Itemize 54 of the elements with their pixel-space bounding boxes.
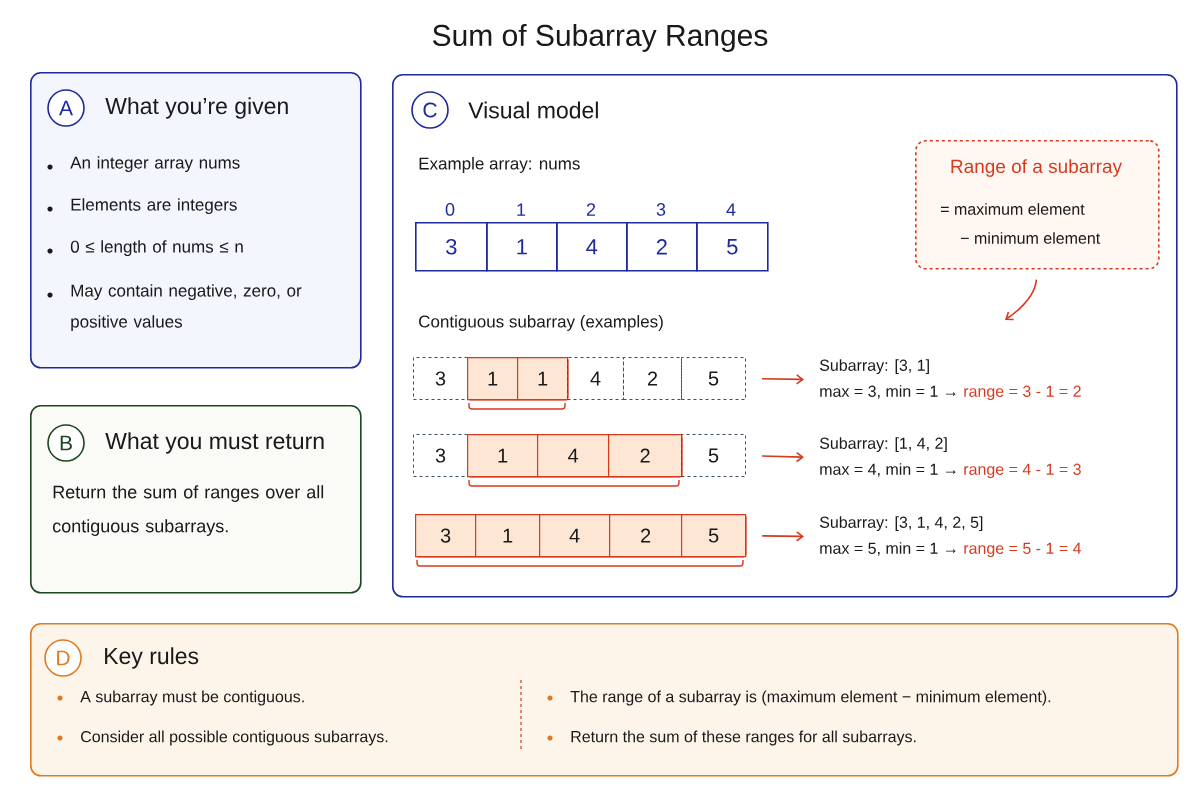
bullet-text: The range of a subarray is (maximum element − minimum element). <box>570 690 1051 706</box>
label: Contiguous subarray (examples) <box>419 315 663 331</box>
index-label: 1 <box>517 203 526 216</box>
panel-heading: Visual model <box>468 101 598 119</box>
array-cell: 4 <box>567 357 624 400</box>
panel-heading: What you must return <box>105 432 324 454</box>
array-cell: 3 <box>415 514 477 558</box>
bullet-text: May contain negative, zero, or positive values <box>71 284 302 332</box>
letter-badge: B <box>47 424 85 462</box>
array-cell: 4 <box>556 222 628 272</box>
callout-heading: Range of a subarray <box>951 159 1122 177</box>
bullet-text: A subarray must be contiguous. <box>80 690 304 706</box>
formula-text: = maximum element <box>941 203 1085 215</box>
bullet-text: An integer array nums <box>70 156 240 173</box>
array-cell: 5 <box>681 434 746 477</box>
result-text: Subarray: [3, 1, 4, 2, 5] max = 5, min = 1 → range = 5 - 1 = 4 <box>819 516 1082 558</box>
index-label: 2 <box>586 203 596 216</box>
result-text: Subarray: [3, 1] max = 3, min = 1 → range = 3 - 1 = 2 <box>819 359 1081 401</box>
index-label: 3 <box>656 203 666 216</box>
array-cell: 1 <box>467 357 519 401</box>
arrow <box>1005 278 1038 321</box>
arrow <box>761 531 804 542</box>
array-cell: 5 <box>696 222 769 272</box>
body-text: Return the sum of ranges over all contiguous subarrays. <box>53 485 324 536</box>
label: Example array: nums <box>419 157 580 173</box>
index-label: 4 <box>726 203 736 216</box>
array-cell: 2 <box>626 222 698 272</box>
array-cell: 1 <box>467 434 539 478</box>
bullet-text: Consider all possible contiguous subarrays. <box>81 730 388 746</box>
bullet-text: Elements are integers <box>71 198 237 215</box>
array-cell: 4 <box>537 434 610 478</box>
index-label: 0 <box>445 203 455 216</box>
array-cell: 1 <box>517 357 569 401</box>
panel-heading: What you’re given <box>105 97 288 119</box>
letter-badge: A <box>47 89 85 127</box>
array-cell: 5 <box>681 514 747 558</box>
bullet-text: 0 ≤ length of nums ≤ n <box>70 240 243 257</box>
formula-text: − minimum element <box>961 232 1101 244</box>
array-cell: 2 <box>609 514 683 558</box>
array-cell: 3 <box>415 222 488 272</box>
array-cell: 2 <box>623 357 682 400</box>
array-cell: 2 <box>608 434 683 478</box>
title: Sum of Subarray Ranges <box>432 24 768 52</box>
array-cell: 5 <box>681 357 746 400</box>
letter-badge: D <box>44 639 82 677</box>
arrow <box>761 451 804 463</box>
arrow <box>761 374 804 385</box>
array-cell: 4 <box>539 514 611 558</box>
array-cell: 1 <box>475 514 541 558</box>
result-text: Subarray: [1, 4, 2] max = 4, min = 1 → range = 4 - 1 = 3 <box>819 437 1081 479</box>
letter-badge: C <box>411 91 449 129</box>
bullet-text: Return the sum of these ranges for all subarrays. <box>571 730 916 746</box>
array-cell: 1 <box>486 222 558 272</box>
panel-heading: Key rules <box>105 647 199 669</box>
